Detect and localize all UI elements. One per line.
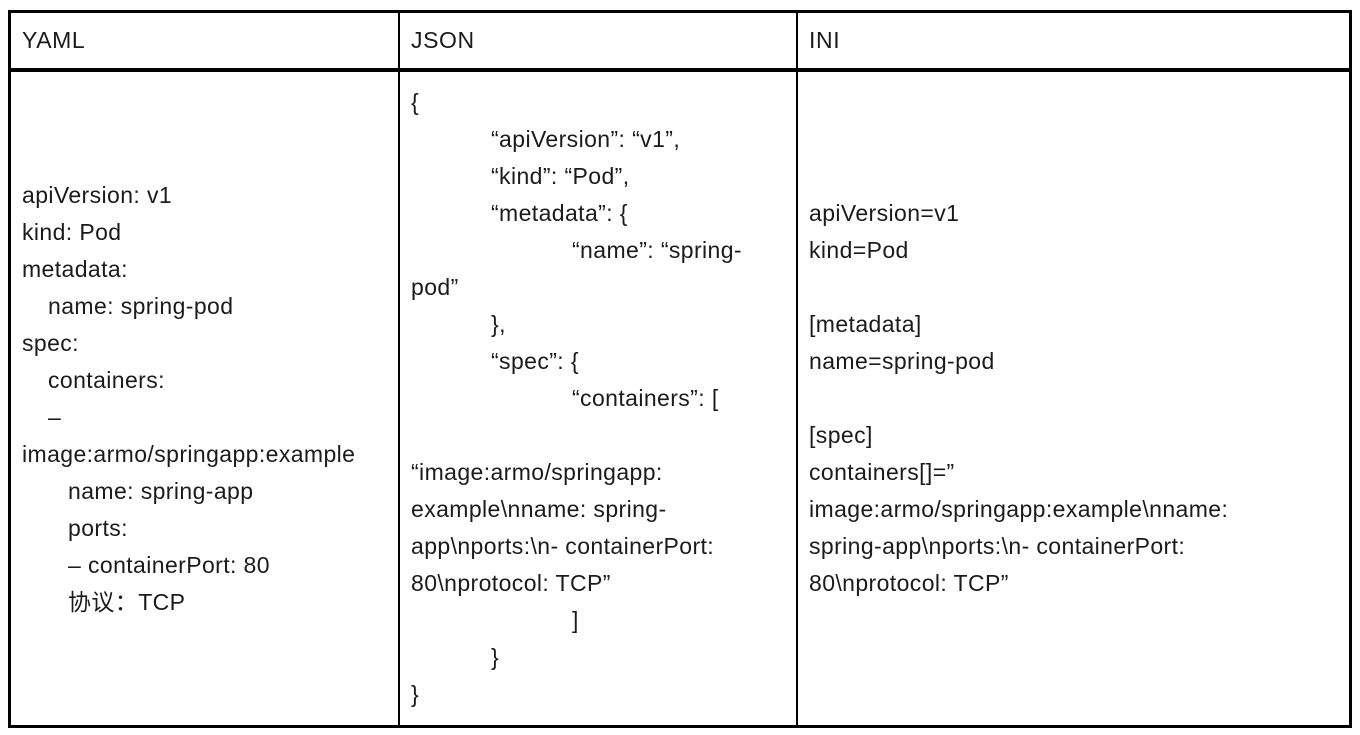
code-line: [metadata] [809, 311, 922, 337]
code-line [809, 269, 1345, 306]
code-line: 协议：TCP [68, 588, 186, 615]
code-line: pod” [411, 274, 459, 300]
column-header-yaml: YAML [11, 13, 400, 72]
column-header-json: JSON [400, 13, 798, 72]
code-line: “name”: “spring- [572, 237, 742, 263]
code-line: example\nname: spring- [411, 496, 667, 522]
code-line: “apiVersion”: “v1”, [491, 126, 681, 152]
code-line: } [411, 681, 420, 707]
code-line: kind: Pod [22, 218, 122, 245]
column-header-json-label: JSON [411, 27, 475, 53]
code-line: } [491, 644, 500, 670]
code-line: kind=Pod [809, 237, 909, 263]
code-line: [spec] [809, 422, 873, 448]
code-line: }, [491, 311, 506, 337]
code-line: app\nports:\n- containerPort: [411, 533, 715, 559]
code-line: ] [572, 607, 579, 633]
ini-code-cell: apiVersion=v1 kind=Pod [metadata] name=spr… [798, 72, 1349, 725]
column-header-ini-label: INI [809, 27, 841, 53]
code-line: – [48, 403, 62, 430]
code-line: “containers”: [ [572, 385, 719, 411]
code-line: metadata: [22, 255, 128, 282]
code-line: – containerPort: 80 [68, 551, 270, 578]
code-line: { [411, 89, 420, 115]
column-header-yaml-label: YAML [22, 27, 86, 53]
code-line: “metadata”: { [491, 200, 628, 226]
code-line: image:armo/springapp:example\nname: [809, 496, 1229, 522]
json-code-cell: { “apiVersion”: “v1”, “kind”: “Pod”, “metad… [400, 72, 798, 725]
code-line [809, 380, 1345, 417]
yaml-code-cell: apiVersion: v1 kind: Pod metadata: name: sp… [11, 72, 400, 725]
code-line: spec: [22, 329, 79, 356]
code-line: containers[]=” [809, 459, 955, 485]
code-line: name: spring-pod [48, 292, 234, 319]
format-comparison-table: YAML JSON INI apiVersion: v1 kind: Pod met… [8, 10, 1352, 728]
column-header-ini: INI [798, 13, 1349, 72]
code-line: “image:armo/springapp: [411, 459, 663, 485]
code-line: name=spring-pod [809, 348, 995, 374]
code-line: name: spring-app [68, 477, 254, 504]
code-line: ports: [68, 514, 128, 541]
code-line: apiVersion: v1 [22, 181, 173, 208]
code-line: apiVersion=v1 [809, 200, 960, 226]
code-line [411, 417, 792, 454]
code-line: 80\nprotocol: TCP” [809, 570, 1009, 596]
code-line: “spec”: { [491, 348, 579, 374]
code-line: 80\nprotocol: TCP” [411, 570, 611, 596]
code-line: image:armo/springapp:example [22, 440, 356, 467]
code-line: containers: [48, 366, 165, 393]
code-line: “kind”: “Pod”, [491, 163, 630, 189]
code-line: spring-app\nports:\n- containerPort: [809, 533, 1186, 559]
